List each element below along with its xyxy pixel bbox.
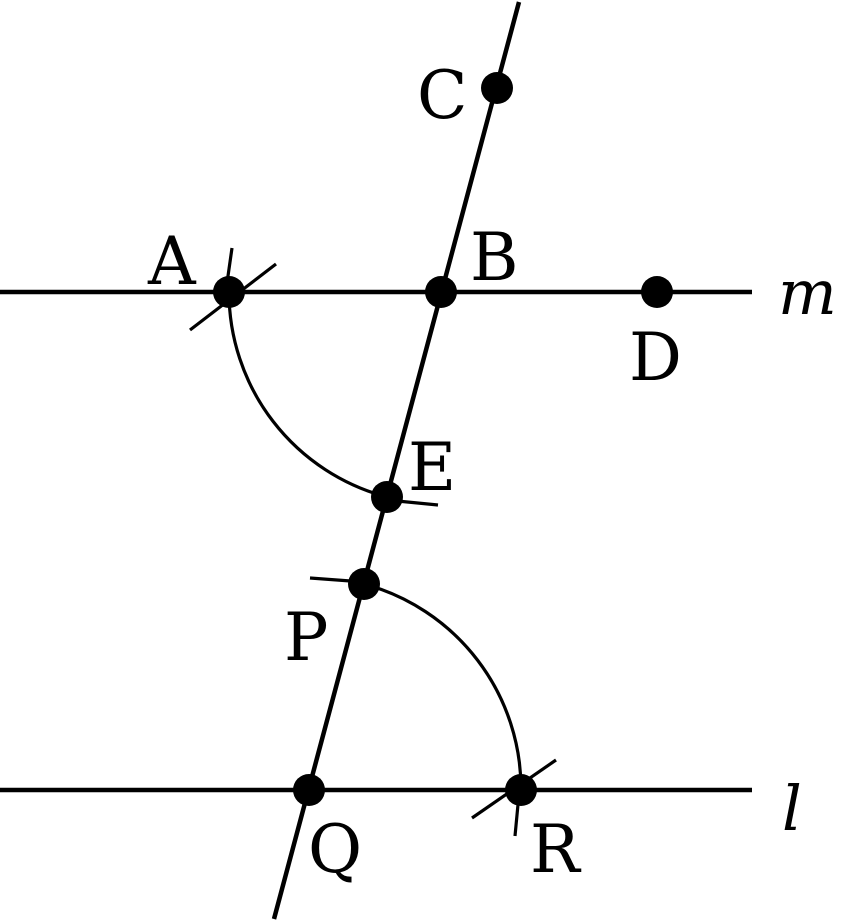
label-line-m: m (778, 256, 837, 329)
arc-A-to-E (227, 291, 388, 499)
label-D: D (629, 319, 682, 396)
label-C: C (417, 57, 468, 134)
transversal-line (271, 1, 522, 920)
point-C (481, 72, 513, 104)
point-R (505, 774, 537, 806)
label-R: R (530, 811, 582, 888)
label-A: A (147, 223, 197, 300)
point-P (348, 568, 380, 600)
label-Q: Q (308, 811, 362, 888)
point-D (641, 276, 673, 308)
arc-P-to-R (363, 582, 523, 791)
label-E: E (408, 429, 456, 506)
point-E (371, 481, 403, 513)
point-A (213, 276, 245, 308)
label-line-l: l (782, 772, 802, 845)
label-B: B (470, 219, 519, 296)
point-Q (293, 774, 325, 806)
point-B (425, 276, 457, 308)
label-P: P (284, 599, 328, 676)
